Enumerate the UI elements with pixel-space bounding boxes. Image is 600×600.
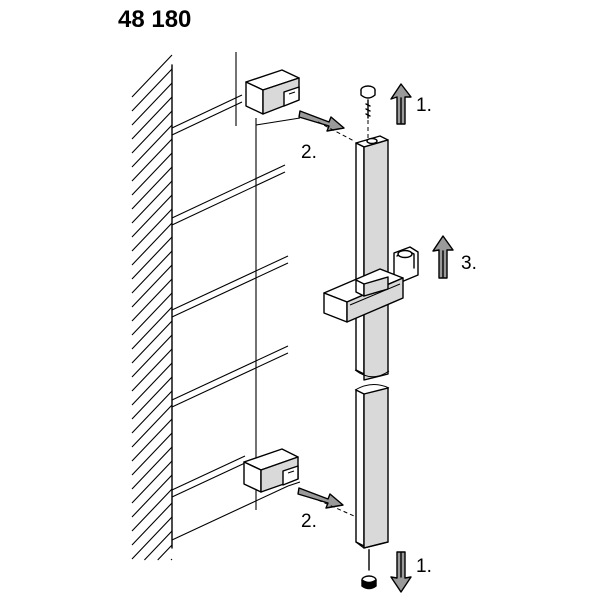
hatch-line	[131, 390, 173, 434]
hatch-line	[131, 306, 173, 350]
model-number: 48 180	[118, 6, 191, 33]
step-label-bottom-cap: 1.	[416, 556, 432, 577]
hatch-line	[131, 68, 173, 112]
hatch-line	[131, 278, 173, 322]
wall	[131, 54, 173, 561]
step-label-top-cap: 1.	[416, 95, 432, 116]
hatch-line	[131, 404, 173, 448]
hatch-line	[131, 250, 173, 294]
hatch-line	[131, 334, 173, 378]
hatch-line	[131, 446, 173, 490]
hatch-line	[131, 180, 173, 224]
bottom-cap-arrow	[390, 551, 412, 593]
wall-hatching	[131, 54, 173, 561]
hatch-line	[131, 362, 173, 406]
hatch-line	[131, 222, 173, 266]
shower-rail-lower	[354, 384, 390, 549]
hatch-line	[131, 110, 173, 154]
hatch-line	[131, 208, 173, 252]
hatch-line	[131, 194, 173, 238]
hatch-line	[131, 124, 173, 168]
bottom-end-cap	[361, 549, 377, 590]
wall-tiles	[171, 52, 301, 541]
top-cap-arrow	[390, 83, 412, 125]
hatch-line	[131, 432, 173, 476]
step-label-bottom-bracket: 2.	[301, 511, 317, 532]
shower-rail-upper	[354, 135, 390, 381]
step-label-slider: 3.	[461, 253, 477, 274]
top-wall-bracket	[245, 69, 300, 115]
hatch-line	[131, 152, 173, 196]
hatch-line	[131, 264, 173, 308]
hatch-line	[131, 320, 173, 364]
hatch-line	[131, 474, 173, 518]
hatch-line	[170, 558, 173, 561]
hatch-line	[131, 460, 173, 504]
hatch-line	[131, 502, 173, 546]
hatch-line	[131, 166, 173, 210]
bottom-bracket-arrow	[297, 487, 355, 517]
slider-arrow	[432, 235, 454, 279]
bottom-wall-bracket	[243, 448, 299, 493]
hatch-line	[131, 488, 173, 532]
step-label-top-bracket: 2.	[301, 142, 317, 163]
hatch-line	[131, 82, 173, 126]
hatch-line	[144, 530, 173, 561]
hatch-line	[131, 348, 173, 392]
hatch-line	[131, 376, 173, 420]
slider-holder	[323, 246, 419, 323]
hatch-line	[131, 516, 173, 560]
hatch-line	[131, 96, 173, 140]
hatch-line	[157, 544, 173, 561]
hatch-line	[131, 236, 173, 280]
hatch-line	[131, 292, 173, 336]
top-end-cap	[360, 85, 376, 142]
top-bracket-arrow	[298, 110, 355, 142]
hatch-line	[131, 54, 173, 98]
hatch-line	[131, 418, 173, 462]
hatch-line	[131, 138, 173, 182]
